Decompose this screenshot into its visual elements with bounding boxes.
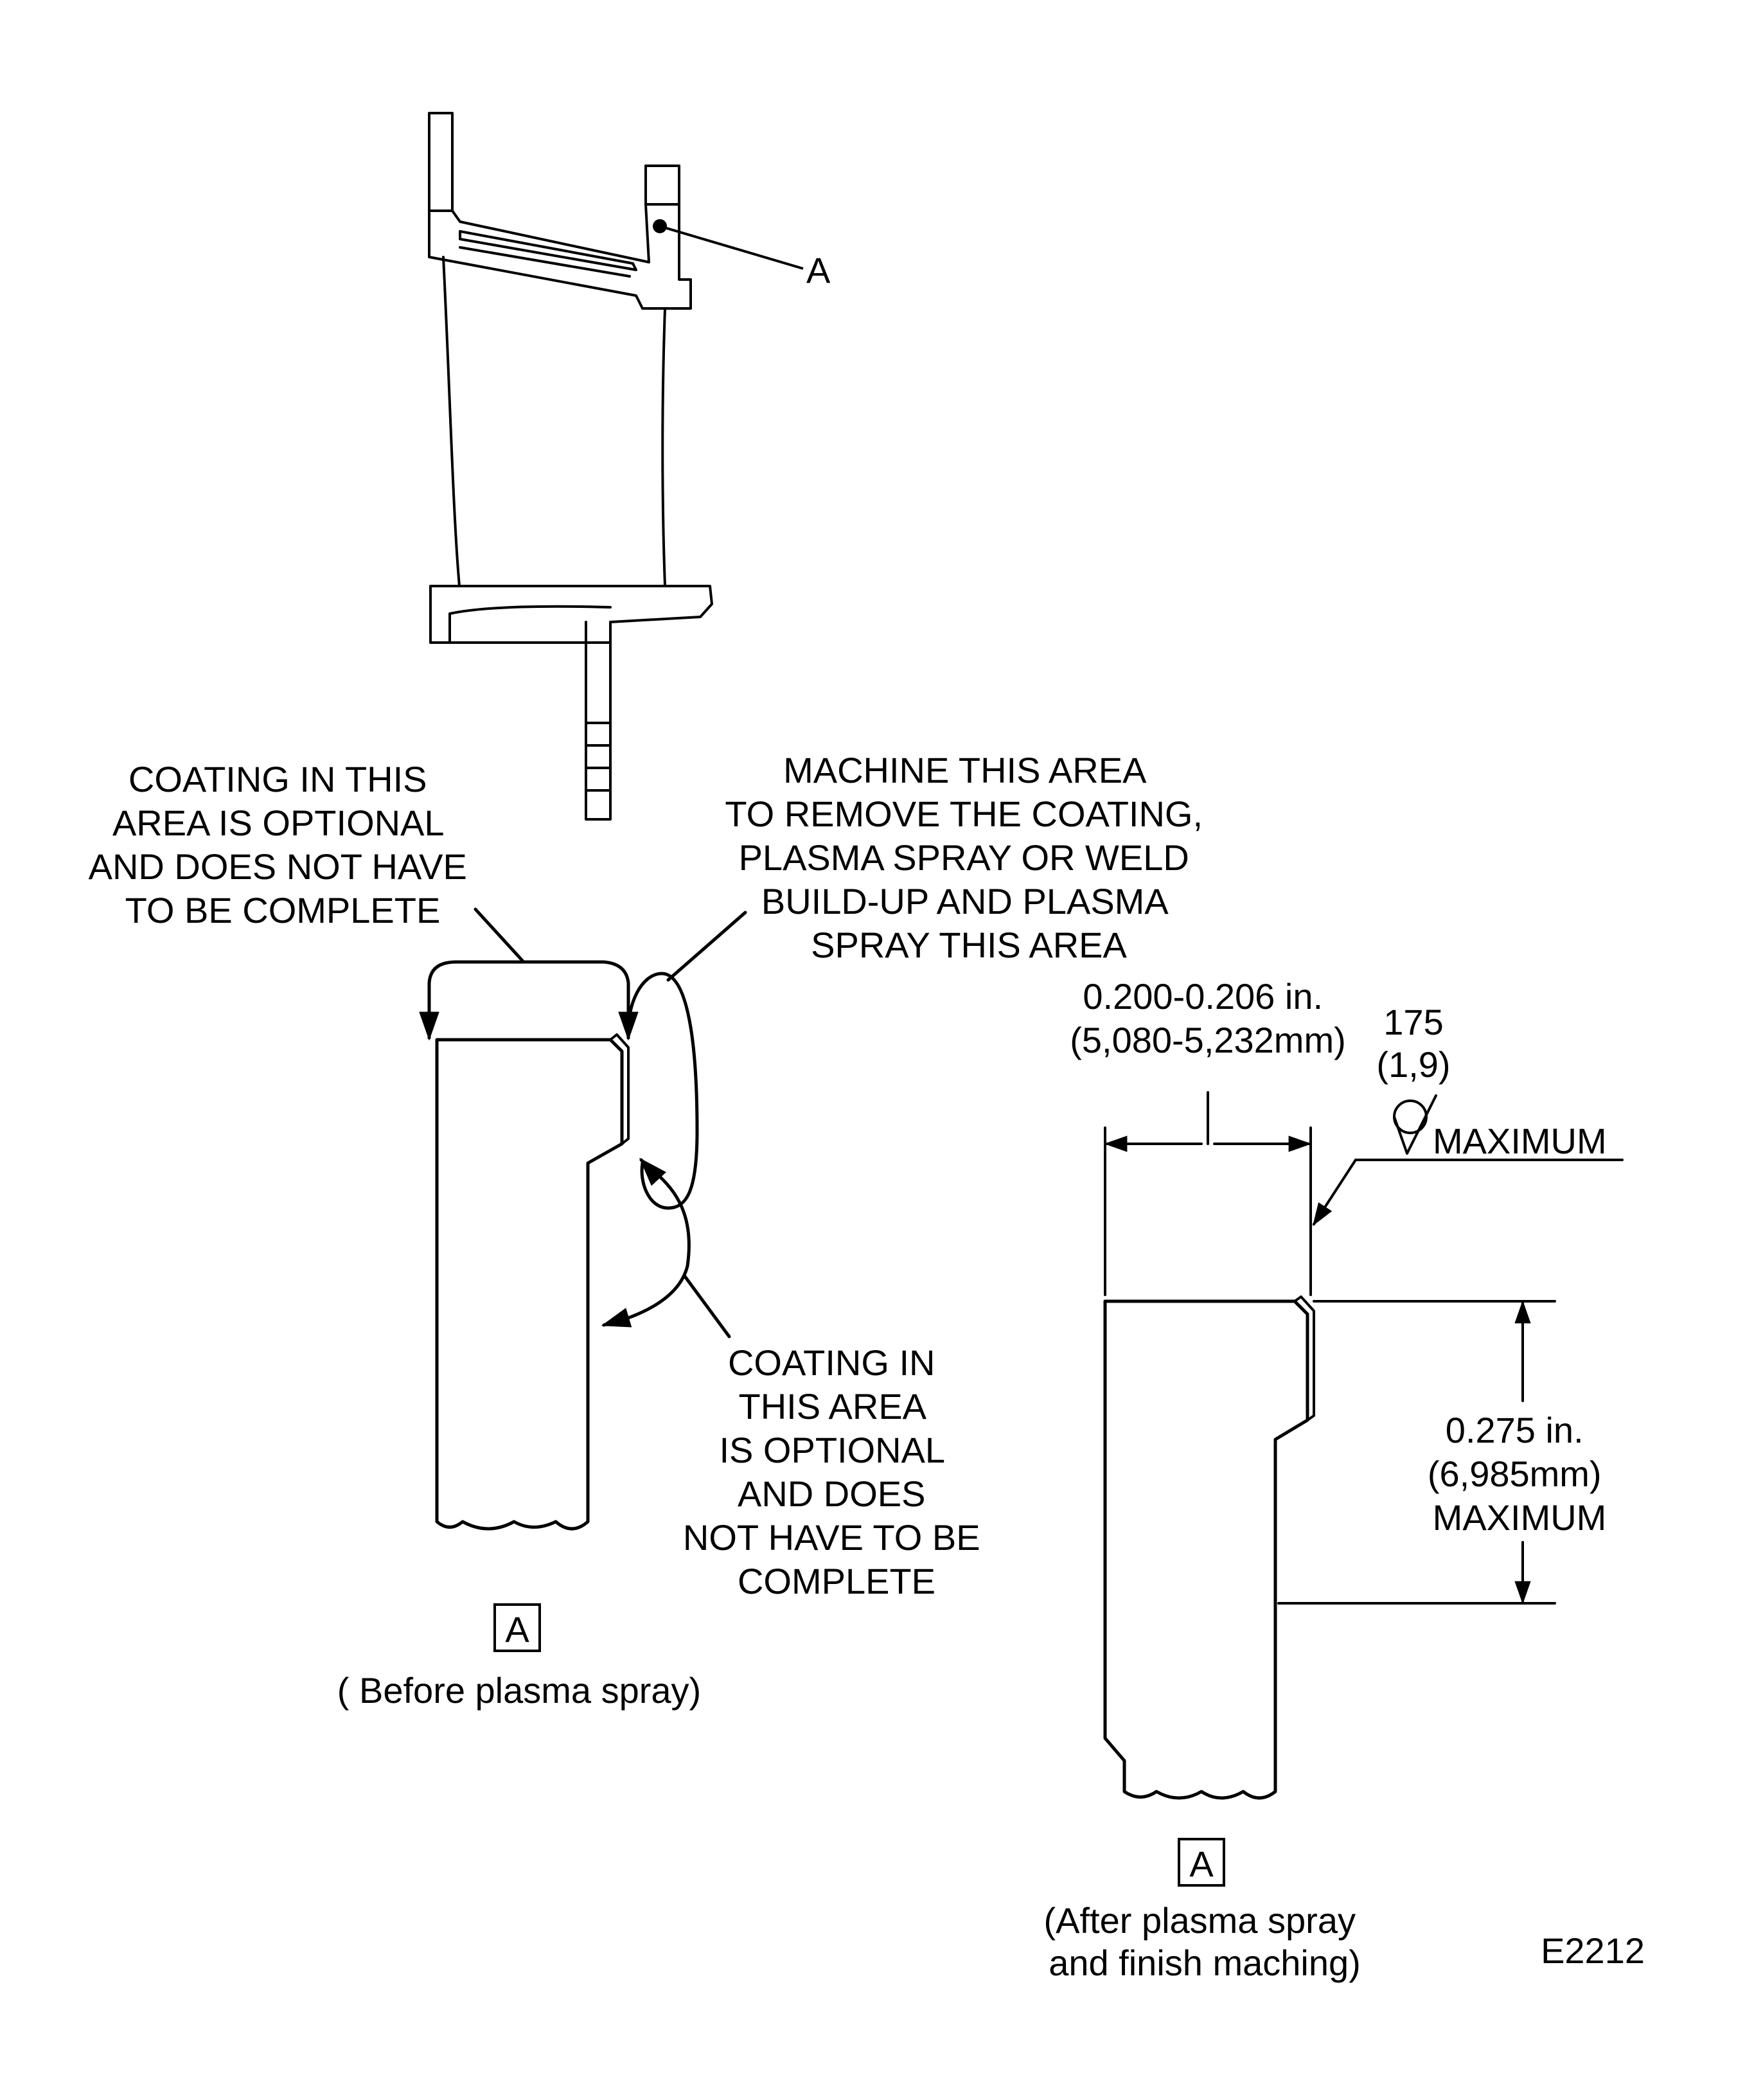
dim-height-label: 0.275 in. (6,985mm) MAXIMUM <box>1428 1410 1611 1538</box>
note-coating-optional-top: COATING IN THIS AREA IS OPTIONAL AND DOE… <box>89 759 477 930</box>
figure-id: E2212 <box>1541 1930 1645 1971</box>
caption-before: ( Before plasma spray) <box>337 1670 701 1711</box>
view-label-box-after <box>1178 1838 1225 1887</box>
vane-overview <box>428 112 713 821</box>
caption-after: (After plasma spray and finish maching) <box>1043 1900 1365 1983</box>
note-machine-area: MACHINE THIS AREA TO REMOVE THE COATING,… <box>725 750 1212 965</box>
finish-value: 175 <box>1383 1002 1443 1042</box>
loop-machine-area <box>626 911 747 1210</box>
finish-label: MAXIMUM <box>1433 1121 1607 1161</box>
callout-a-leader <box>653 219 804 270</box>
dim-height <box>1277 1300 1556 1605</box>
dim-width-label: 0.200-0.206 in. (5,080-5,232mm) <box>1070 976 1346 1060</box>
surface-finish-symbol <box>1313 1094 1624 1227</box>
callout-letter: A <box>806 250 831 290</box>
note-coating-optional-bottom: COATING IN THIS AREA IS OPTIONAL AND DOE… <box>683 1342 990 1601</box>
dim-width <box>1104 1091 1312 1296</box>
view-label-box-before <box>493 1603 541 1652</box>
view-label-before: A <box>505 1609 529 1650</box>
brace-coating-top <box>419 907 639 1041</box>
section-after <box>1103 1295 1315 1800</box>
view-label-after: A <box>1189 1844 1214 1884</box>
finish-metric: (1,9) <box>1376 1044 1450 1085</box>
brace-coating-bottom <box>601 1157 731 1339</box>
section-before <box>435 1033 630 1531</box>
